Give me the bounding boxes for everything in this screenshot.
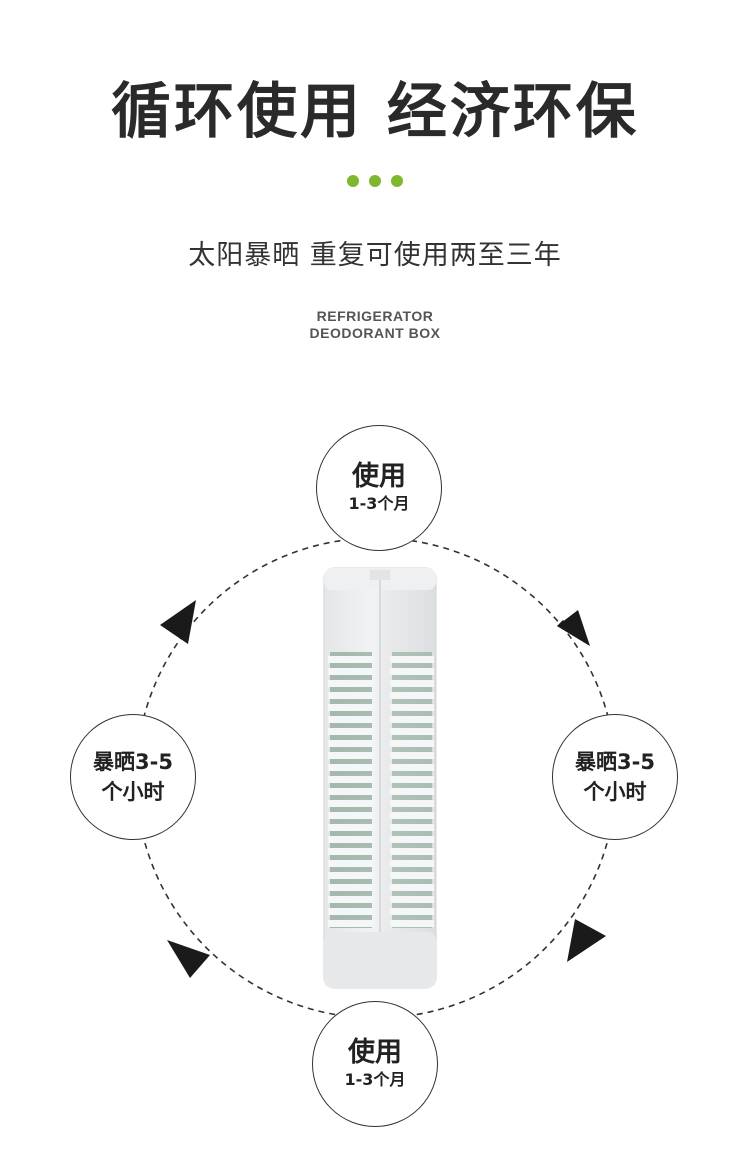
node-detail: 1-3个月 bbox=[344, 1070, 406, 1089]
node-title: 暴晒3-5 bbox=[93, 750, 173, 774]
arrow-icon bbox=[167, 940, 210, 978]
page-title: 循环使用 经济环保 bbox=[111, 77, 639, 147]
cycle-node-sun-left: 暴晒3-5 个小时 bbox=[70, 714, 196, 840]
arrow-icon bbox=[557, 610, 590, 646]
node-title: 暴晒3-5 bbox=[575, 750, 655, 774]
arrow-icon bbox=[567, 919, 606, 962]
node-title: 使用 bbox=[352, 461, 406, 492]
english-caption-line2: DEODORANT BOX bbox=[309, 325, 441, 341]
green-dot bbox=[391, 175, 403, 187]
english-caption-line1: REFRIGERATOR bbox=[316, 308, 434, 324]
node-detail: 个小时 bbox=[101, 780, 165, 804]
green-dot bbox=[369, 175, 381, 187]
cycle-node-sun-right: 暴晒3-5 个小时 bbox=[552, 714, 678, 840]
vent-slats bbox=[328, 656, 434, 927]
decorative-dots bbox=[0, 175, 750, 189]
green-dot bbox=[347, 175, 359, 187]
node-title: 使用 bbox=[348, 1037, 402, 1068]
deodorant-box-image bbox=[323, 567, 437, 989]
arrow-icon bbox=[160, 600, 196, 644]
page-subtitle: 太阳暴晒 重复可使用两至三年 bbox=[188, 240, 562, 271]
node-detail: 1-3个月 bbox=[348, 494, 410, 513]
cycle-node-use-bottom: 使用 1-3个月 bbox=[312, 1001, 438, 1127]
node-detail: 个小时 bbox=[583, 780, 647, 804]
cycle-node-use-top: 使用 1-3个月 bbox=[316, 425, 442, 551]
